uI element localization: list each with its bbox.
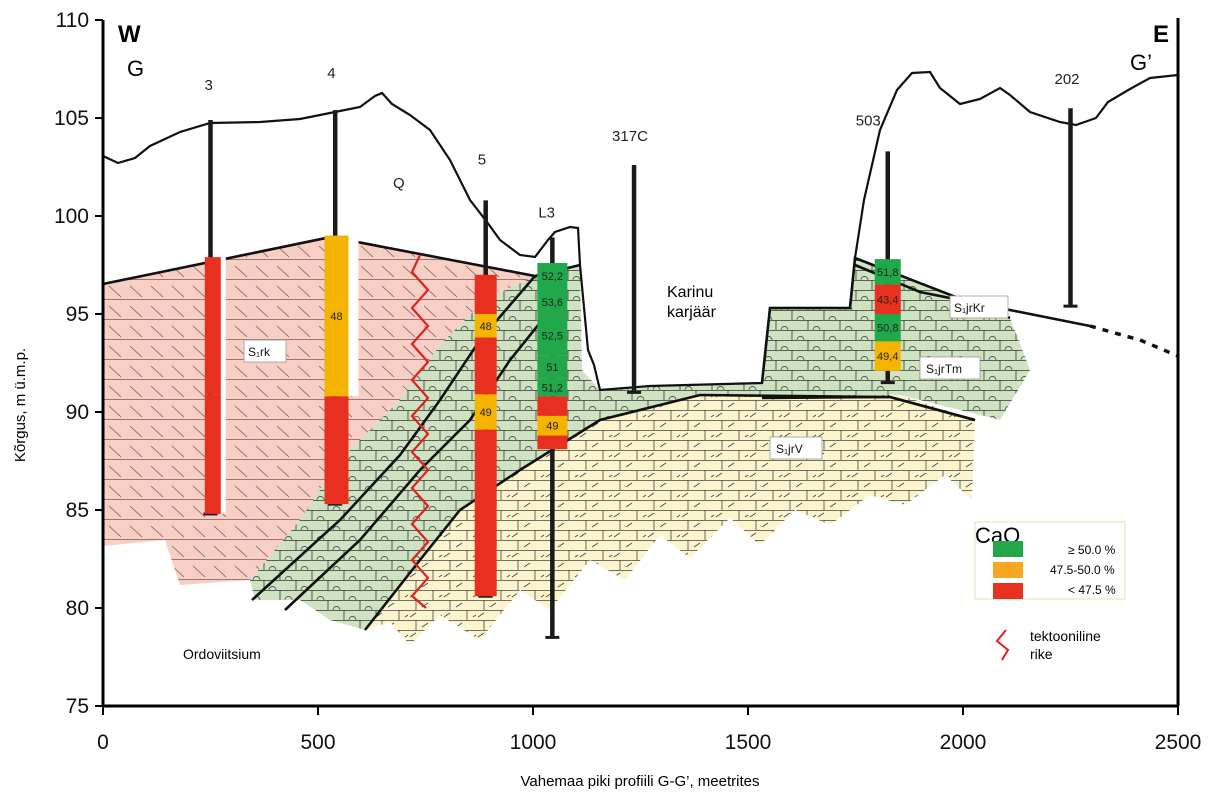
borehole-503-interval xyxy=(874,284,901,314)
borehole-3-gap xyxy=(220,257,226,514)
borehole-label-l3: L3 xyxy=(538,205,555,222)
borehole-3-interval xyxy=(204,394,225,514)
legend-label-low: < 47.5 % xyxy=(1068,583,1116,597)
s1jrv-label-box xyxy=(769,436,823,460)
borehole-l3-cao-value: 52,5 xyxy=(542,331,563,343)
borehole-l3-interval xyxy=(537,435,568,450)
legend-fault-line2: rike xyxy=(1030,646,1053,662)
borehole-5-interval xyxy=(474,314,497,338)
legend-swatch-red xyxy=(993,583,1023,599)
profile-end-label: G’ xyxy=(1130,50,1152,75)
borehole-l3-interval xyxy=(537,396,568,416)
legend-label-mid: 47.5-50.0 % xyxy=(1050,563,1115,577)
borehole-503-cao-value: 43,4 xyxy=(877,294,898,306)
borehole-4-interval xyxy=(324,396,349,505)
borehole-5-interval xyxy=(474,394,497,430)
quarry-label-line2: karjäär xyxy=(667,304,717,321)
borehole-label-4: 4 xyxy=(327,65,335,82)
legend-label-high: ≥ 50.0 % xyxy=(1068,543,1116,557)
tectonic-fault-zigzag xyxy=(410,254,430,609)
borehole-4-gap xyxy=(348,235,359,397)
x-tick-label: 2500 xyxy=(1155,731,1202,754)
borehole-l3-cao-value: 49 xyxy=(546,421,558,433)
borehole-5-cao-value: 49 xyxy=(480,407,492,419)
boreholes-group: 3 4 5L3 317C 503 202 48 48 49 52,2 53,6 52,5 51 51,2 4… xyxy=(203,65,1080,639)
borehole-503-interval xyxy=(874,259,901,285)
s1rk-label: S₁rk xyxy=(248,345,271,359)
s1jr-green-unit-area xyxy=(250,258,1030,630)
borehole-503-interval xyxy=(874,314,901,342)
borehole-5-cao-value: 48 xyxy=(480,321,492,333)
borehole-5-interval xyxy=(474,337,497,395)
borehole-label-5: 5 xyxy=(478,151,486,168)
east-label: E xyxy=(1153,21,1169,48)
s1jrkr-label: S₁jrKr xyxy=(954,301,985,315)
borehole-3-interval xyxy=(204,257,225,395)
y-tick-label: 80 xyxy=(66,597,89,620)
borehole-l3-interval xyxy=(537,415,568,436)
legend-fault-symbol xyxy=(995,629,1010,661)
borehole-l3-interval xyxy=(537,355,568,379)
s1jrtm-label-box xyxy=(919,356,981,380)
quaternary-label: Q xyxy=(393,175,405,192)
borehole-503-cao-value: 49,4 xyxy=(877,351,898,363)
borehole-503-interval xyxy=(874,341,901,371)
borehole-label-503: 503 xyxy=(856,112,881,129)
borehole-503-cao-value: 50,8 xyxy=(877,323,898,335)
legend-swatch-orange xyxy=(993,562,1023,578)
y-tick-label: 110 xyxy=(56,9,89,32)
s1jrv-label: S₁jrV xyxy=(776,442,803,456)
s1jrv-unit-area xyxy=(365,395,975,645)
y-tick-label: 105 xyxy=(54,107,89,130)
y-axis-title: Kõrgus, m ü.m.p. xyxy=(12,348,29,462)
x-tick-label: 2000 xyxy=(940,731,987,754)
x-tick-label: 1000 xyxy=(510,731,557,754)
s1jrtm-label: S₁jrTm xyxy=(926,362,962,376)
y-tick-label: 100 xyxy=(54,205,89,228)
borehole-l3-interval xyxy=(537,315,568,356)
west-label: W xyxy=(118,21,141,48)
y-tick-label: 90 xyxy=(66,401,89,424)
legend-fault-line1: tektooniline xyxy=(1030,628,1101,644)
x-tick-label: 0 xyxy=(97,731,109,754)
borehole-4-cao-value: 48 xyxy=(330,311,342,323)
borehole-label-3: 3 xyxy=(205,77,213,94)
dashed-boundary-extension xyxy=(1089,324,1179,358)
ground-surface-line xyxy=(102,70,1179,392)
borehole-5-interval xyxy=(474,274,497,314)
y-tick-label: 95 xyxy=(66,303,89,326)
y-tick-label: 85 xyxy=(66,499,89,522)
x-tick-label: 1500 xyxy=(725,731,772,754)
borehole-l3-interval xyxy=(537,378,568,397)
borehole-l3-cao-value: 51 xyxy=(546,362,558,374)
quarry-label-line1: Karinu xyxy=(667,284,713,301)
borehole-label-317c: 317C xyxy=(612,128,648,145)
cao-legend: CaO ≥ 50.0 % 47.5-50.0 % < 47.5 % tektoo… xyxy=(974,521,1126,662)
s1rk-label-box xyxy=(243,339,287,363)
borehole-503-cao-value: 51,8 xyxy=(877,267,898,279)
borehole-l3-cao-value: 51,2 xyxy=(542,383,563,395)
ordovician-label: Ordoviitsium xyxy=(183,646,261,662)
borehole-l3-interval xyxy=(537,263,568,289)
borehole-l3-interval xyxy=(537,288,568,316)
legend-swatch-green xyxy=(993,541,1023,557)
borehole-label-202: 202 xyxy=(1055,71,1080,88)
borehole-l3-cao-value: 53,6 xyxy=(542,297,563,309)
y-tick-label: 75 xyxy=(66,695,89,718)
profile-start-label: G xyxy=(127,56,144,81)
axis-ticks: 75 80 85 90 95 100 105 110 0 500 1000 1500 2000 2500 xyxy=(54,9,1201,754)
x-tick-label: 500 xyxy=(300,731,335,754)
borehole-l3-cao-value: 52,2 xyxy=(542,271,563,283)
borehole-4-interval xyxy=(324,235,349,397)
x-axis-title: Vahemaa piki profiili G-G’, meetrites xyxy=(521,773,760,790)
axes-frame xyxy=(101,18,1180,708)
borehole-5-interval xyxy=(474,429,497,597)
s1jrkr-label-box xyxy=(949,295,1009,319)
